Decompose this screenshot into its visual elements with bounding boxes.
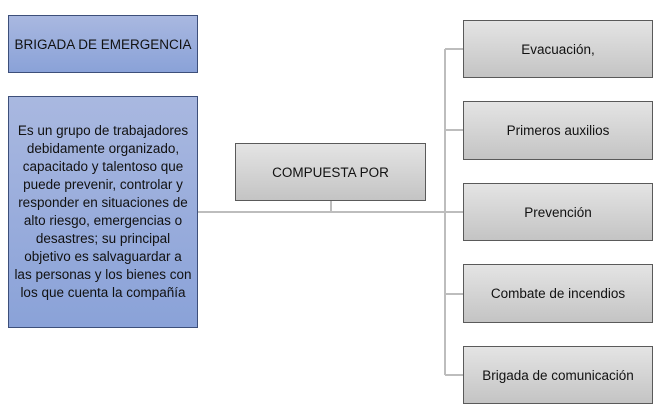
center-box: COMPUESTA POR <box>235 143 426 201</box>
description-line: puede prevenir, controlar y <box>23 177 183 192</box>
description-box: Es un grupo de trabajadores debidamente … <box>8 96 198 328</box>
title-box: BRIGADA DE EMERGENCIA <box>8 15 198 73</box>
branch-label: Primeros auxilios <box>506 123 610 138</box>
description-line: los que cuenta la compañía <box>20 285 186 300</box>
branch-label: Brigada de comunicación <box>482 367 634 383</box>
description-line: Es un grupo de trabajadores <box>17 123 189 138</box>
branch-primeros-auxilios: Primeros auxilios <box>463 101 653 160</box>
branch-evacuacion: Evacuación, <box>463 20 653 78</box>
description-line: alto riesgo, emergencias o <box>23 213 183 228</box>
branch-label: Evacuación, <box>521 41 595 57</box>
description-line: las personas y los bienes con <box>14 267 192 282</box>
description-line: debidamente organizado, <box>26 141 180 156</box>
branch-brigada-comunicacion: Brigada de comunicación <box>463 346 653 404</box>
center-text: COMPUESTA POR <box>272 164 389 180</box>
branch-label: Prevención <box>524 204 592 220</box>
branch-prevencion: Prevención <box>463 183 653 241</box>
description-line: desastres; su principal <box>35 231 171 246</box>
title-text: BRIGADA DE EMERGENCIA <box>14 36 192 52</box>
description-line: responder en situaciones de <box>18 195 188 210</box>
branch-label: Combate de incendios <box>490 286 626 301</box>
description-line: objetivo es salvaguardar a <box>24 249 182 264</box>
description-line: capacitado y talentoso que <box>22 159 184 174</box>
branch-combate-incendios: Combate de incendios <box>463 264 653 323</box>
